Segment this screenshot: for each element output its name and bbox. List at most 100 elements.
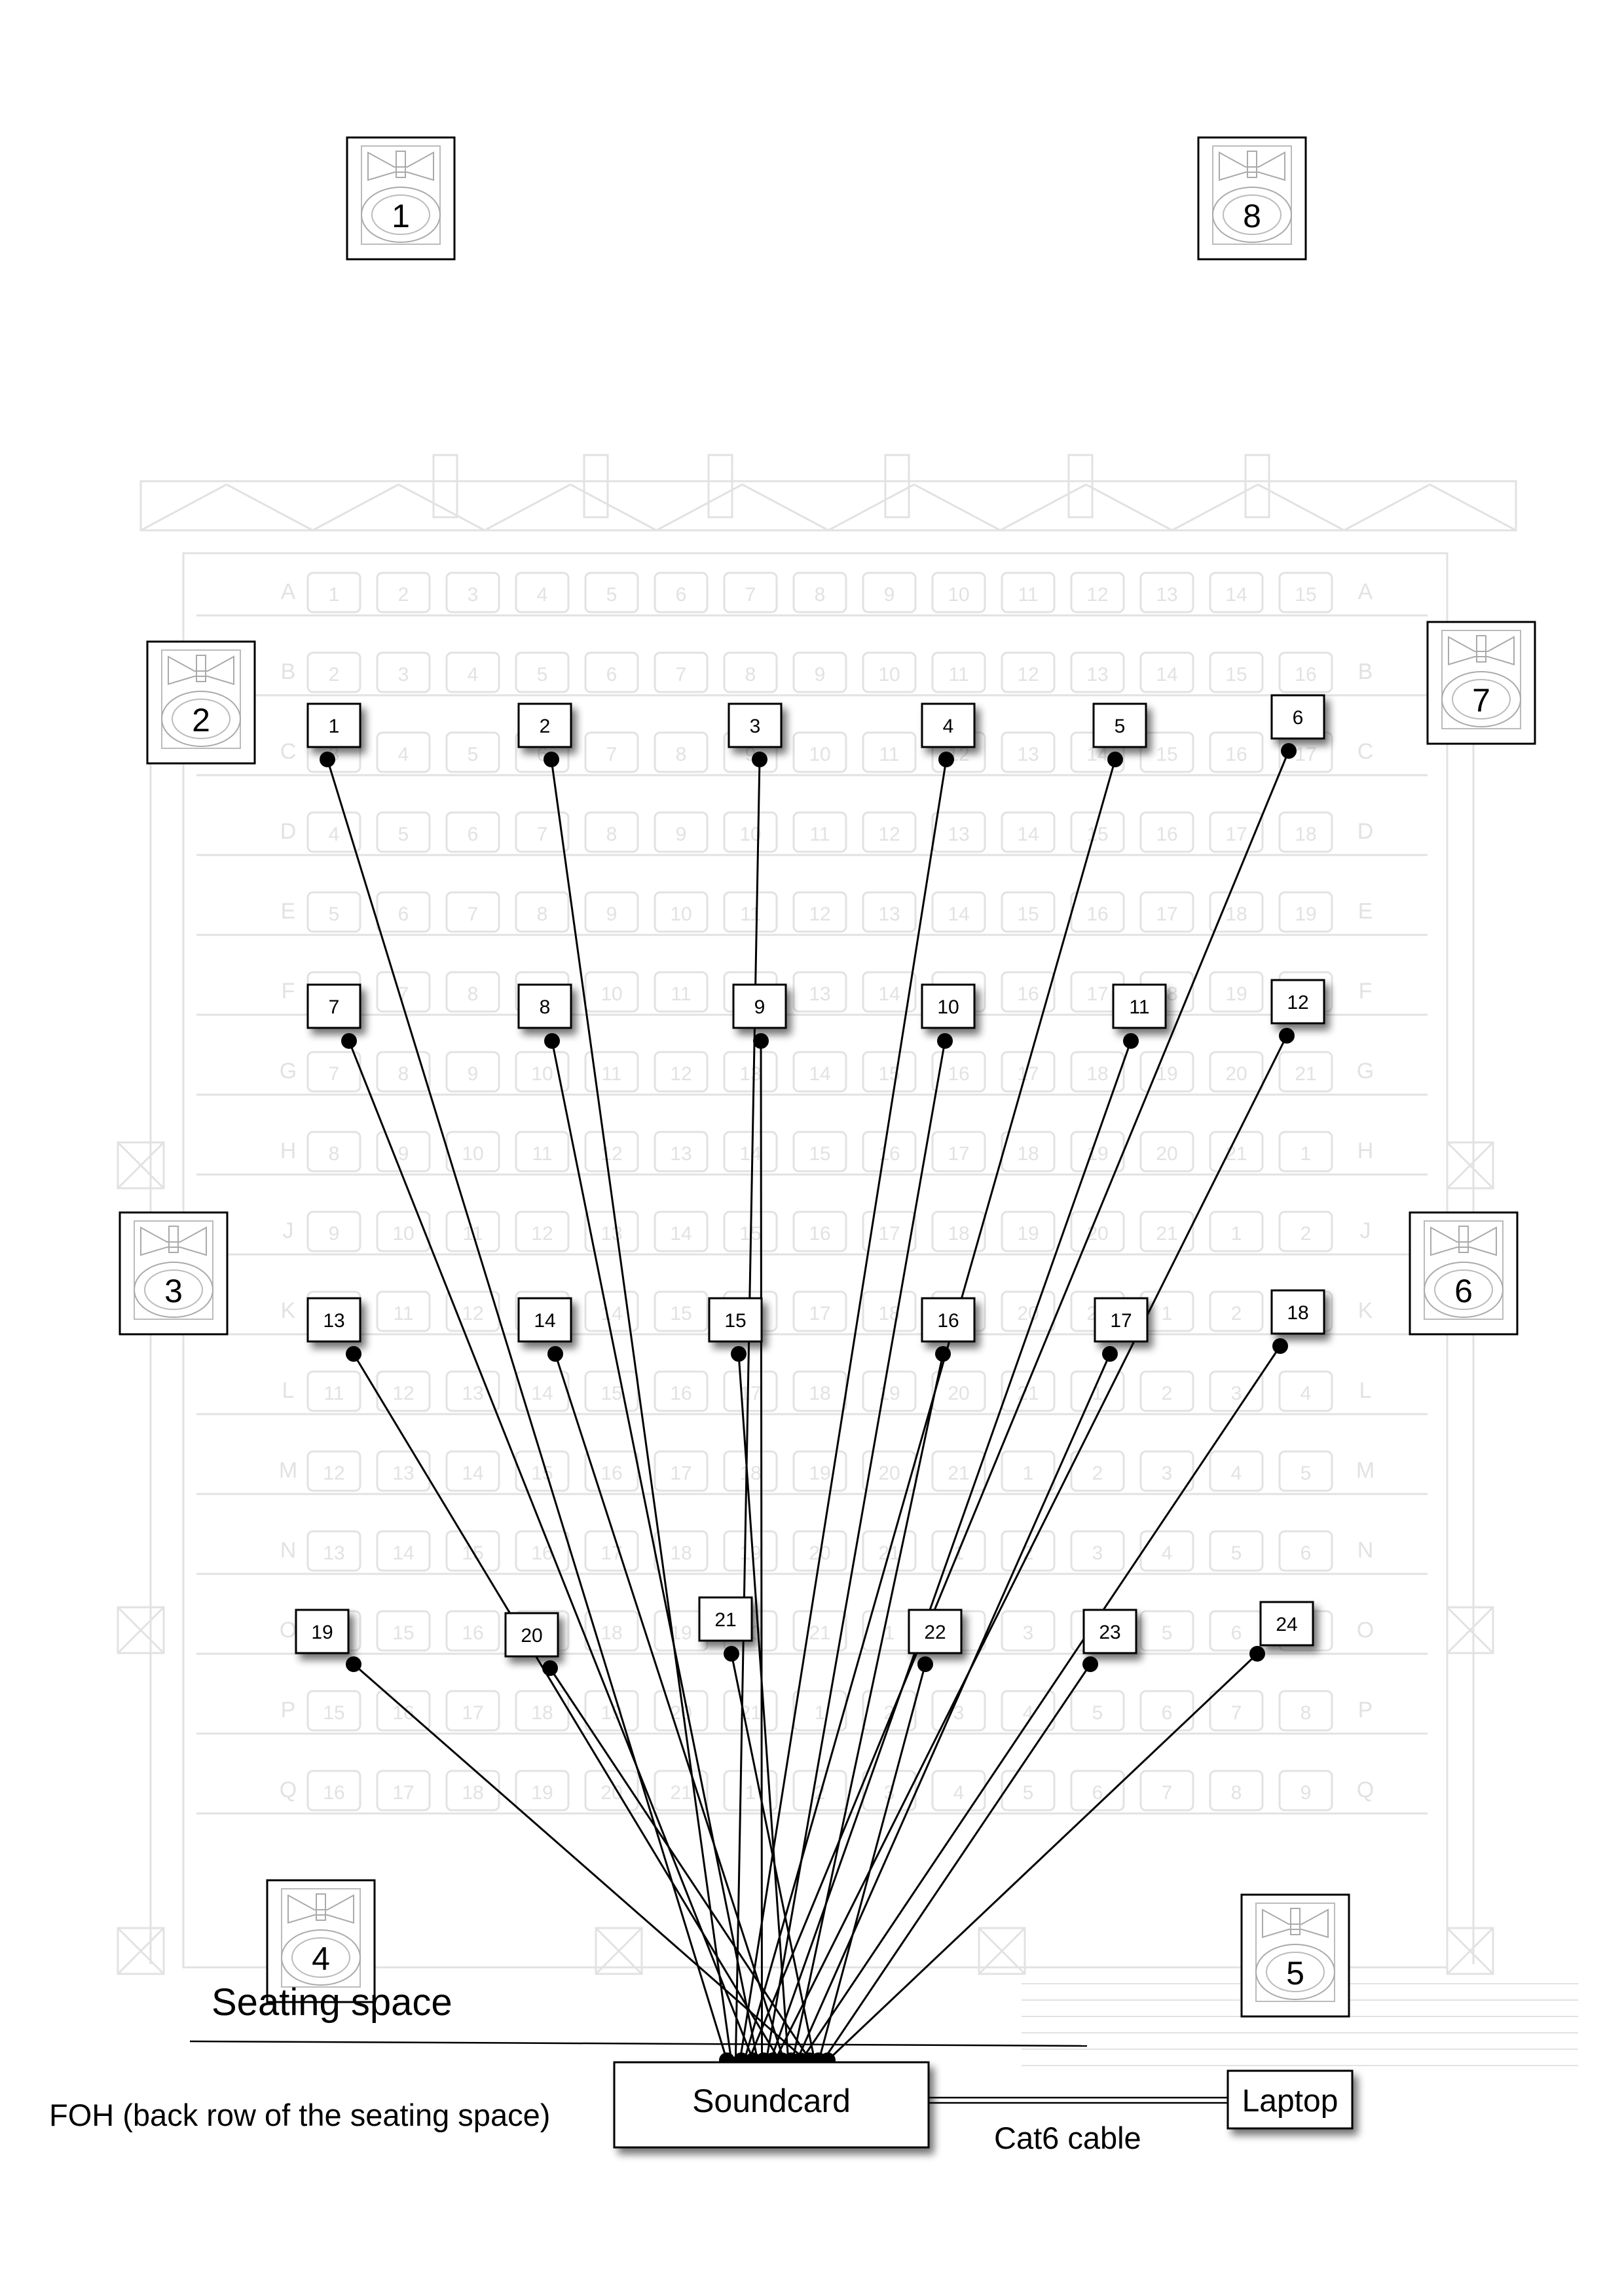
svg-text:14: 14	[392, 1542, 414, 1564]
svg-text:13: 13	[1156, 584, 1177, 606]
node-label: 22	[924, 1622, 946, 1643]
speaker-8-icon: 8	[1197, 136, 1307, 261]
svg-text:9: 9	[468, 1063, 479, 1085]
node-connector-dot	[938, 752, 954, 767]
cable-runs	[326, 750, 1290, 2062]
node-connector-dot	[547, 1346, 563, 1362]
svg-text:17: 17	[878, 1223, 900, 1245]
svg-text:11: 11	[532, 1143, 552, 1165]
speaker-1-label: 1	[392, 198, 410, 234]
svg-text:16: 16	[670, 1383, 692, 1404]
node-label: 4	[943, 716, 954, 737]
svg-text:14: 14	[1225, 584, 1247, 606]
svg-text:10: 10	[531, 1063, 553, 1085]
node-label: 19	[311, 1622, 333, 1643]
node-label: 23	[1099, 1622, 1120, 1643]
node-connector-dot	[1082, 1656, 1098, 1672]
svg-text:13: 13	[670, 1143, 692, 1165]
cable-node-20	[549, 1667, 811, 2061]
svg-text:12: 12	[531, 1223, 553, 1245]
svg-text:12: 12	[462, 1303, 483, 1324]
svg-text:20: 20	[948, 1383, 969, 1404]
svg-text:10: 10	[809, 744, 830, 765]
cable-label: Cat6 cable	[994, 2121, 1141, 2155]
svg-text:1: 1	[745, 1782, 756, 1804]
svg-text:14: 14	[948, 903, 969, 925]
svg-text:3: 3	[1162, 1463, 1173, 1484]
node-8: 8	[517, 983, 572, 1049]
svg-text:18: 18	[739, 1463, 761, 1484]
svg-text:17: 17	[1295, 744, 1316, 765]
svg-text:17: 17	[1086, 983, 1108, 1005]
node-label: 12	[1287, 992, 1308, 1013]
svg-text:4: 4	[329, 824, 340, 845]
svg-text:16: 16	[392, 1702, 414, 1724]
svg-text:12: 12	[392, 1383, 414, 1404]
svg-text:19: 19	[809, 1463, 830, 1484]
node-19: 19	[295, 1609, 361, 1672]
svg-text:16: 16	[1295, 664, 1316, 685]
svg-text:8: 8	[398, 1063, 409, 1085]
node-label: 11	[1129, 996, 1149, 1018]
node-label: 24	[1276, 1614, 1297, 1635]
node-connector-dot	[341, 1033, 357, 1049]
svg-text:6: 6	[1301, 1542, 1312, 1564]
svg-text:4: 4	[1301, 1383, 1312, 1404]
svg-text:9: 9	[884, 584, 895, 606]
node-17: 17	[1094, 1297, 1149, 1362]
svg-text:4: 4	[537, 584, 548, 606]
svg-text:Q: Q	[280, 1777, 297, 1802]
node-7: 7	[306, 983, 361, 1049]
svg-text:6: 6	[468, 824, 479, 845]
svg-text:7: 7	[537, 824, 548, 845]
svg-text:17: 17	[809, 1303, 830, 1324]
svg-text:14: 14	[878, 983, 900, 1005]
cable-node-16	[791, 1353, 944, 2061]
svg-text:D: D	[1357, 819, 1374, 844]
svg-text:21: 21	[1295, 1063, 1316, 1085]
svg-text:1: 1	[1023, 1463, 1034, 1484]
node-connector-dot	[935, 1346, 951, 1362]
svg-text:1: 1	[1162, 1303, 1173, 1324]
svg-text:12: 12	[809, 903, 830, 925]
svg-text:H: H	[280, 1139, 297, 1163]
svg-text:Q: Q	[1357, 1777, 1374, 1802]
svg-text:2: 2	[398, 584, 409, 606]
node-13: 13	[306, 1297, 361, 1362]
svg-text:5: 5	[1023, 1782, 1034, 1804]
svg-text:14: 14	[1017, 824, 1039, 845]
cable-node-24	[826, 1652, 1259, 2062]
svg-text:11: 11	[393, 1303, 413, 1324]
svg-text:1: 1	[329, 584, 340, 606]
svg-text:10: 10	[392, 1223, 414, 1245]
svg-text:13: 13	[809, 983, 830, 1005]
soundcard	[613, 2061, 930, 2149]
node-label: 8	[540, 996, 551, 1018]
node-connector-dot	[346, 1656, 361, 1672]
svg-text:M: M	[279, 1458, 297, 1483]
foh-label: FOH (back row of the seating space)	[49, 2098, 550, 2132]
node-connector-dot	[1123, 1033, 1139, 1049]
svg-text:21: 21	[948, 1463, 969, 1484]
svg-text:20: 20	[1156, 1143, 1177, 1165]
svg-text:19: 19	[531, 1782, 553, 1804]
speaker-4-icon: 4	[266, 1879, 376, 2003]
node-label: 10	[937, 996, 959, 1018]
svg-text:16: 16	[1017, 983, 1039, 1005]
svg-text:13: 13	[878, 903, 900, 925]
cable-node-5	[743, 759, 1116, 2061]
svg-text:1: 1	[1301, 1143, 1312, 1165]
svg-text:20: 20	[1225, 1063, 1247, 1085]
node-connector-dot	[752, 752, 767, 767]
svg-text:18: 18	[462, 1782, 483, 1804]
svg-text:11: 11	[879, 744, 899, 765]
svg-text:10: 10	[670, 903, 692, 925]
svg-text:J: J	[283, 1218, 294, 1243]
svg-text:14: 14	[531, 1383, 553, 1404]
svg-text:13: 13	[392, 1463, 414, 1484]
node-6: 6	[1270, 694, 1325, 759]
svg-text:16: 16	[462, 1622, 483, 1644]
svg-text:7: 7	[676, 664, 687, 685]
